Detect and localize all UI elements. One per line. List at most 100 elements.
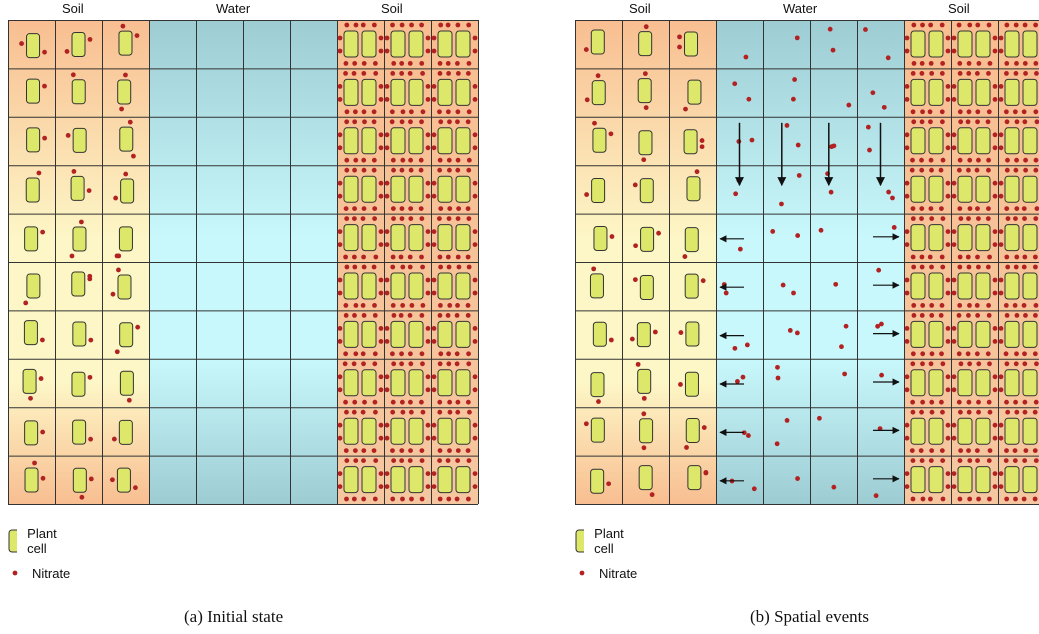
nitrate-dot: [399, 216, 405, 222]
nitrate-dot: [399, 399, 405, 405]
nitrate-dot: [744, 342, 750, 348]
nitrate-dot: [362, 119, 367, 125]
nitrate-dot: [986, 458, 992, 463]
nitrate-dot: [371, 264, 377, 270]
nitrate-dot: [472, 290, 478, 296]
nitrate-dot: [1033, 22, 1039, 28]
plant-cell: [361, 320, 377, 348]
nitrate-dot: [472, 339, 478, 344]
nitrate-dot: [938, 167, 944, 173]
nitrate-dot: [608, 337, 614, 343]
nitrate-dot: [998, 387, 1004, 393]
nitrate-dot: [454, 361, 460, 367]
legend-nitrate: Nitrate: [8, 566, 70, 581]
nitrate-dot: [447, 303, 453, 308]
nitrate-dot: [945, 435, 951, 441]
nitrate-dot: [400, 496, 405, 502]
nitrate-dot: [608, 131, 614, 137]
plant-cell: [975, 78, 991, 106]
nitrate-dot: [465, 71, 471, 76]
nitrate-dot: [361, 496, 367, 502]
nitrate-dot: [447, 119, 452, 125]
nitrate-dot: [1013, 264, 1019, 270]
nitrate-dot: [425, 277, 431, 283]
nitrate-dot: [1012, 448, 1018, 453]
nitrate-dot: [743, 54, 749, 60]
nitrate-dot: [1022, 119, 1028, 125]
nitrate-dot: [831, 484, 837, 490]
nitrate-dot: [455, 167, 461, 173]
nitrate-dot: [1004, 313, 1010, 318]
nitrate-dot: [28, 395, 33, 401]
nitrate-dot: [378, 35, 384, 41]
nitrate-dot: [352, 206, 357, 212]
nitrate-dot: [956, 313, 962, 318]
plant-cell: [1004, 466, 1020, 494]
nitrate-dot: [749, 137, 755, 143]
nitrate-dot: [998, 35, 1004, 41]
nitrate-dot: [920, 361, 925, 367]
nitrate-dot: [431, 84, 437, 89]
nitrate-dot: [751, 486, 757, 492]
nitrate-dot: [343, 206, 349, 212]
nitrate-dot: [1014, 119, 1020, 125]
nitrate-dot: [398, 254, 404, 260]
nitrate-dot: [1014, 351, 1019, 357]
nitrate-dot: [344, 167, 350, 173]
nitrate-dot: [939, 71, 945, 76]
nitrate-dot: [1004, 361, 1010, 367]
nitrate-dot: [373, 458, 379, 463]
plant-cell: [685, 321, 700, 347]
nitrate-dot: [114, 349, 120, 355]
plant-cell: [72, 467, 87, 493]
nitrate-dot: [677, 44, 682, 50]
nitrate-dot: [974, 303, 980, 308]
nitrate-dot: [337, 326, 343, 331]
plant-cell: [591, 178, 606, 204]
nitrate-dot: [951, 277, 957, 283]
nitrate-dot: [361, 313, 367, 318]
nitrate-dot: [910, 458, 916, 463]
nitrate-dot: [372, 351, 378, 357]
plant-cell: [591, 80, 606, 106]
nitrate-dot: [879, 321, 884, 327]
nitrate-dot: [1022, 399, 1028, 405]
nitrate-dot: [425, 471, 431, 476]
nitrate-dot: [873, 493, 879, 499]
nitrate-dot: [641, 157, 647, 163]
nitrate-dot: [408, 399, 413, 405]
nitrate-dot: [378, 484, 384, 489]
nitrate-dot: [641, 411, 647, 417]
nitrate-dot: [378, 242, 384, 248]
nitrate-dot: [1014, 157, 1019, 163]
nitrate-dot: [87, 374, 93, 380]
nitrate-dot: [351, 254, 357, 260]
nitrate-dot: [472, 97, 478, 102]
nitrate-dot: [945, 374, 951, 380]
nitrate-dot: [425, 180, 431, 186]
nitrate-dot: [361, 71, 367, 76]
nitrate-dot: [472, 471, 478, 476]
nitrate-dot: [951, 180, 957, 186]
nitrate-dot: [863, 27, 868, 32]
plant-cell: [119, 370, 134, 396]
nitrate-dot: [828, 189, 834, 195]
nitrate-dot: [976, 157, 981, 163]
legend-plant-cell: Plant cell: [575, 526, 629, 556]
nitrate-dot: [723, 290, 729, 296]
nitrate-dot: [353, 157, 359, 163]
nitrate-dot: [344, 409, 349, 415]
nitrate-dot: [343, 254, 348, 260]
nitrate-dot: [904, 242, 910, 248]
nitrate-dot: [987, 61, 993, 66]
nitrate-dot: [746, 433, 751, 438]
nitrate-dot: [465, 303, 471, 308]
nitrate-dot: [454, 351, 460, 357]
nitrate-dot: [875, 323, 881, 329]
nitrate-dot: [865, 124, 871, 130]
nitrate-dot: [455, 448, 461, 453]
nitrate-dot: [437, 313, 443, 318]
nitrate-dot: [992, 277, 998, 283]
plant-cell: [1004, 272, 1020, 300]
nitrate-dot: [420, 264, 425, 270]
